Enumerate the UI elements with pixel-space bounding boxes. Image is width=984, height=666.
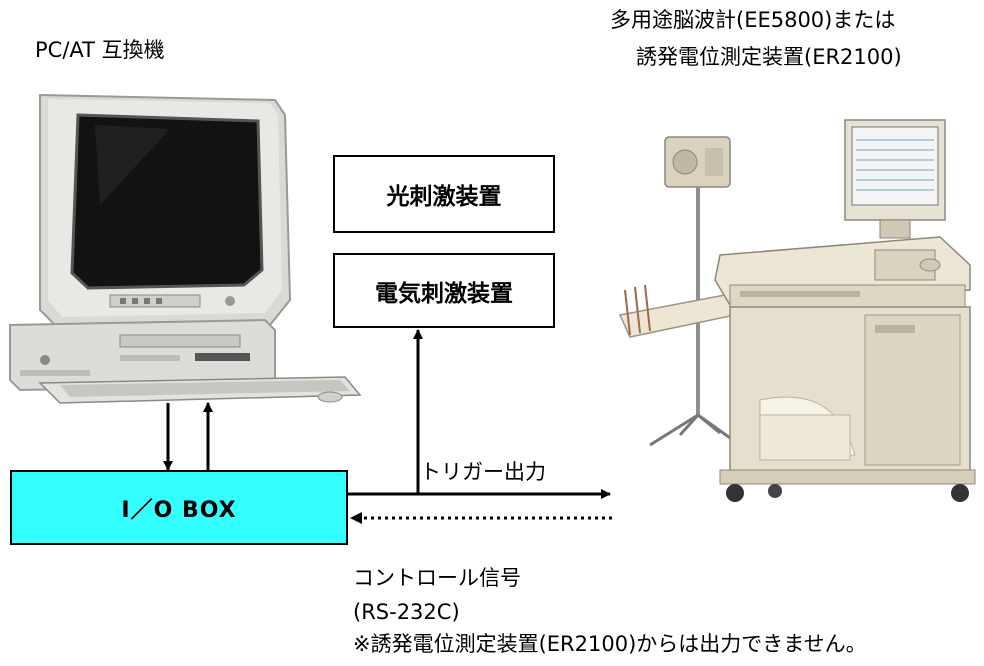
control-signal-label: コントロール信号 — [353, 566, 521, 590]
pc-at-computer-illustration — [9, 93, 362, 404]
output-note: ※誘発電位測定装置(ER2100)からは出力できません。 — [353, 632, 867, 656]
electric-stimulator-box: 電気刺激装置 — [333, 253, 555, 328]
device-label-line2: 誘発電位測定装置(ER2100) — [636, 45, 902, 69]
control-signal-spec: (RS-232C) — [353, 600, 460, 624]
pc-label: PC/AT 互換機 — [35, 38, 165, 62]
io-box: I／O BOX — [10, 470, 348, 545]
trigger-output-label: トリガー出力 — [420, 460, 546, 484]
eeg-device-illustration — [618, 119, 976, 502]
control-signal-arrowhead — [350, 512, 362, 524]
photic-stimulator-box: 光刺激装置 — [333, 155, 555, 233]
device-label-line1: 多用途脳波計(EE5800)または — [610, 8, 896, 32]
